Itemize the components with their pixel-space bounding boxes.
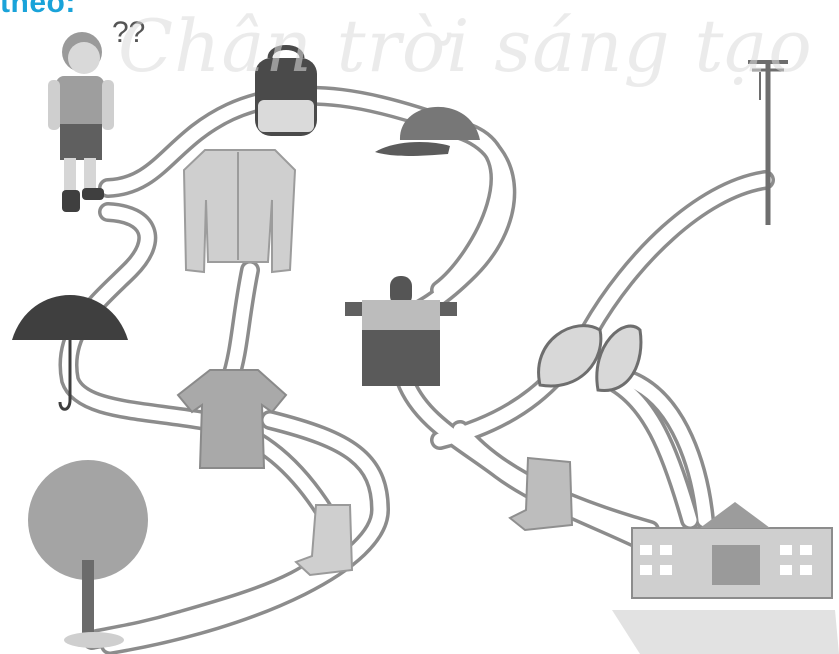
tree-icon: [28, 460, 148, 648]
heading-partial-text: theo:: [0, 0, 76, 20]
sandals-icon: [539, 326, 641, 391]
watermark-text: Chân trời sáng tạo: [118, 4, 813, 88]
boots-icon: [296, 505, 352, 575]
umbrella-icon: [12, 295, 128, 409]
jacket-icon: [184, 150, 295, 272]
